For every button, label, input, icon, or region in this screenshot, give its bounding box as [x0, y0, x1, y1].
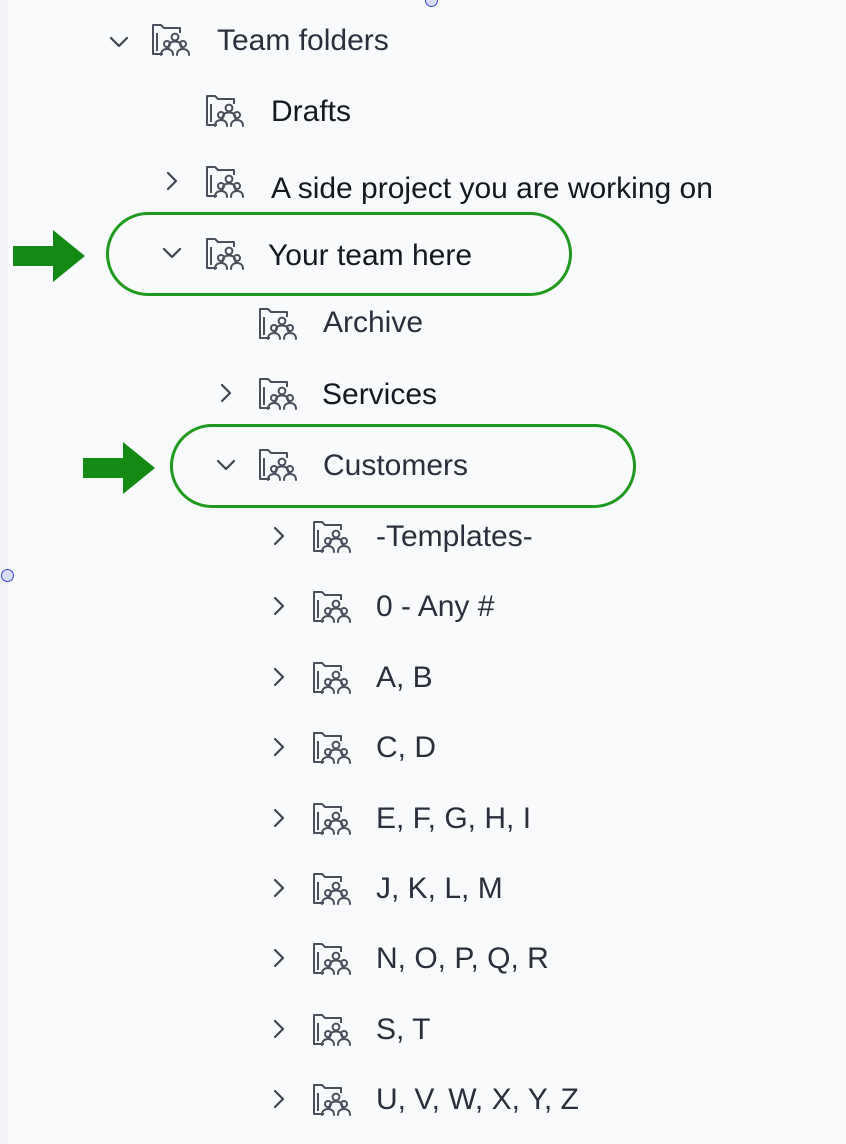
tree-row-customer-group[interactable]: C, D: [0, 722, 846, 772]
chevron-right-icon[interactable]: [269, 948, 289, 968]
team-folder-icon: [204, 92, 248, 128]
chevron-right-icon[interactable]: [269, 737, 289, 757]
tree-row-archive[interactable]: Archive: [0, 298, 846, 348]
team-folder-icon: [311, 518, 355, 554]
highlight-your-team: [106, 212, 572, 296]
team-folder-icon: [204, 163, 248, 199]
chevron-down-icon[interactable]: [109, 32, 129, 52]
tree-row-side-project[interactable]: A side project you are working on: [0, 163, 846, 213]
tree-row-customer-group[interactable]: E, F, G, H, I: [0, 793, 846, 843]
team-folder-icon: [311, 1011, 355, 1047]
tree-row-services[interactable]: Services: [0, 369, 846, 419]
team-folder-icon: [311, 870, 355, 906]
team-folder-icon: [257, 375, 301, 411]
team-folder-icon: [257, 305, 301, 341]
tree-row-drafts[interactable]: Drafts: [0, 88, 846, 138]
tree-label: E, F, G, H, I: [376, 802, 532, 835]
tree-label: Team folders: [217, 24, 389, 57]
tree-label: U, V, W, X, Y, Z: [376, 1083, 579, 1116]
team-folder-icon: [311, 800, 355, 836]
tree-label: N, O, P, Q, R: [376, 942, 549, 975]
selection-handle-top[interactable]: [425, 0, 438, 7]
team-folder-icon: [257, 446, 301, 482]
tree-row-customer-group[interactable]: A, B: [0, 652, 846, 702]
chevron-down-icon[interactable]: [162, 243, 182, 263]
chevron-right-icon[interactable]: [216, 383, 236, 403]
chevron-right-icon[interactable]: [269, 1019, 289, 1039]
team-folder-icon: [311, 940, 355, 976]
chevron-right-icon[interactable]: [269, 808, 289, 828]
tree-row-customer-group[interactable]: N, O, P, Q, R: [0, 933, 846, 983]
tree-row-your-team[interactable]: Your team here: [0, 231, 846, 281]
tree-label: S, T: [376, 1013, 431, 1046]
arrow-right-icon: [83, 442, 155, 494]
tree-row-customer-group[interactable]: J, K, L, M: [0, 863, 846, 913]
tree-label: Customers: [323, 449, 469, 482]
tree-label: J, K, L, M: [376, 872, 503, 905]
tree-label: Your team here: [268, 239, 473, 272]
chevron-right-icon[interactable]: [162, 171, 182, 191]
tree-row-customer-group[interactable]: S, T: [0, 1004, 846, 1054]
tree-label: C, D: [376, 731, 436, 764]
chevron-right-icon[interactable]: [269, 1089, 289, 1109]
tree-row-team-folders[interactable]: Team folders: [0, 17, 846, 67]
highlight-customers: [170, 424, 636, 508]
tree-label: Drafts: [271, 95, 352, 128]
chevron-down-icon[interactable]: [216, 455, 236, 475]
tree-label: A side project you are working on: [271, 172, 713, 205]
tree-row-customers[interactable]: Customers: [0, 440, 846, 490]
tree-row-customer-group[interactable]: 0 - Any #: [0, 581, 846, 631]
team-folder-icon: [311, 1081, 355, 1117]
tree-row-customer-group[interactable]: -Templates-: [0, 511, 846, 561]
chevron-right-icon[interactable]: [269, 526, 289, 546]
tree-row-customer-group[interactable]: U, V, W, X, Y, Z: [0, 1074, 846, 1124]
team-folder-icon: [204, 235, 248, 271]
arrow-right-icon: [13, 230, 85, 282]
team-folder-icon: [150, 21, 194, 57]
team-folder-icon: [311, 659, 355, 695]
tree-label: Archive: [323, 306, 424, 339]
team-folder-icon: [311, 729, 355, 765]
tree-label: A, B: [376, 661, 433, 694]
tree-label: -Templates-: [376, 520, 533, 553]
tree-label: 0 - Any #: [376, 590, 495, 623]
selection-handle-left[interactable]: [1, 569, 14, 582]
chevron-right-icon[interactable]: [269, 667, 289, 687]
tree-label: Services: [322, 378, 438, 411]
chevron-right-icon[interactable]: [269, 878, 289, 898]
chevron-right-icon[interactable]: [269, 596, 289, 616]
team-folder-icon: [311, 588, 355, 624]
